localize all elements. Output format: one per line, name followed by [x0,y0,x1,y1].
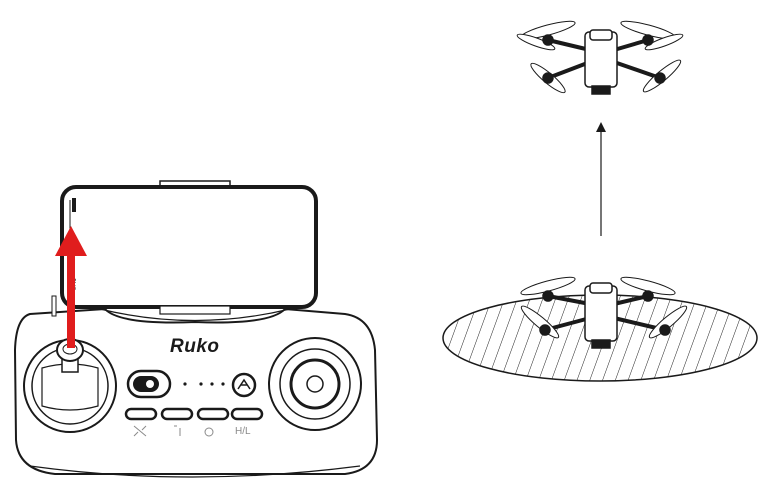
drone-airborne [516,20,684,95]
phone: 9:41 [60,180,318,315]
left-joystick [23,338,117,433]
drone-landed [520,276,688,349]
function-buttons [124,407,264,421]
brand-logo: Ruko [170,336,220,357]
power-switch [126,369,172,399]
propeller-icon [133,425,147,437]
return-home-button [231,372,257,398]
up-arrow-thin [596,122,606,236]
right-joystick [268,337,362,431]
speed-icon [174,425,181,436]
led-indicators [183,382,225,386]
headless-mode-label: H/L [235,426,251,437]
remote-controller [13,295,379,478]
takeoff-icon [204,427,214,437]
up-arrow-red [55,226,87,348]
